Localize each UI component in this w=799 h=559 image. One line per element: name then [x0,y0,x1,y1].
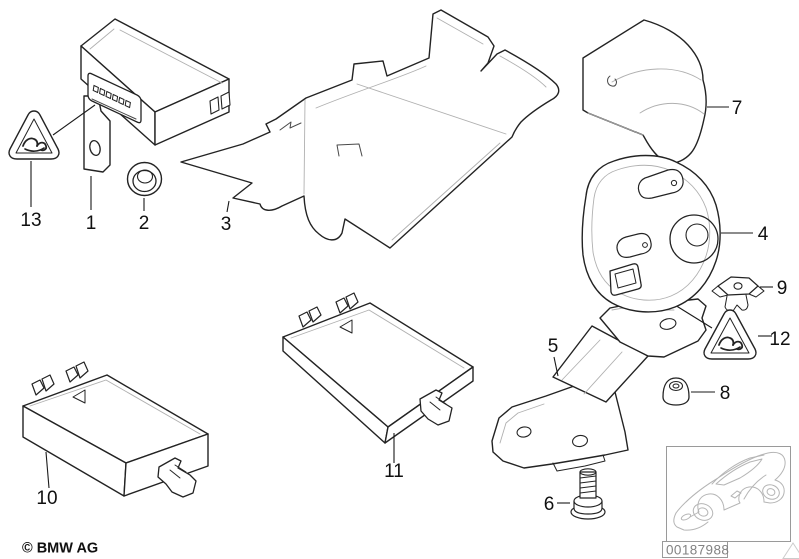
direction-arrow-mark [72,389,86,404]
siren-stud-left [616,232,652,258]
car-thumbnail-frame [666,446,791,542]
part-label-2[interactable]: 2 [139,213,150,234]
part-2-grommet [126,161,163,197]
part-label-13[interactable]: 13 [20,210,41,231]
callout-labels: 1 2 3 4 5 6 7 8 9 10 11 12 13 [20,98,790,515]
part-label-8[interactable]: 8 [720,383,731,404]
part-13-warning-sticker [8,110,60,160]
direction-arrow-mark [339,319,353,334]
part-4-alarm-siren [581,154,721,329]
part-7-cover [582,19,707,164]
image-number-text: 00187988 [666,543,729,558]
car-icon [673,451,786,531]
part-label-7[interactable]: 7 [732,98,743,119]
part-5-siren-bracket [491,295,707,472]
watermark-triangle-icon [782,542,799,559]
part-9-clip-nut [711,276,765,312]
siren-stud-top [637,168,684,199]
car-thumbnail [666,446,791,542]
module-mount-tab [419,389,453,426]
image-number-frame [662,541,728,558]
part-11-control-module [282,292,474,444]
part-12-warning-sticker [703,309,757,360]
bracket-hole [89,139,101,157]
part-label-12[interactable]: 12 [769,329,790,350]
part-label-10[interactable]: 10 [36,488,57,509]
part-8-grommet [662,377,690,406]
callout-leader-lines [30,104,773,504]
module-mount-tab [157,457,197,498]
foam-handle-cut [336,143,363,157]
part-3-sound-insulation [180,9,560,249]
part-label-4[interactable]: 4 [758,224,769,245]
part-label-3[interactable]: 3 [221,214,232,235]
part-label-11[interactable]: 11 [384,461,404,482]
part-6-screw [570,468,606,520]
part-label-1[interactable]: 1 [86,213,97,234]
part-label-9[interactable]: 9 [777,278,788,299]
bracket-foot [491,379,629,469]
animal-glyph-icon [718,336,744,351]
animal-glyph-icon [22,137,48,152]
part-1-control-module-bracket [80,18,231,173]
foam-arrow-mark [279,121,302,131]
image-number-box: 00187988 [662,541,729,558]
copyright-text: © BMW AG [22,541,98,557]
part-label-6[interactable]: 6 [544,494,555,515]
part-label-5[interactable]: 5 [548,336,559,357]
part-10-control-module [22,361,209,498]
